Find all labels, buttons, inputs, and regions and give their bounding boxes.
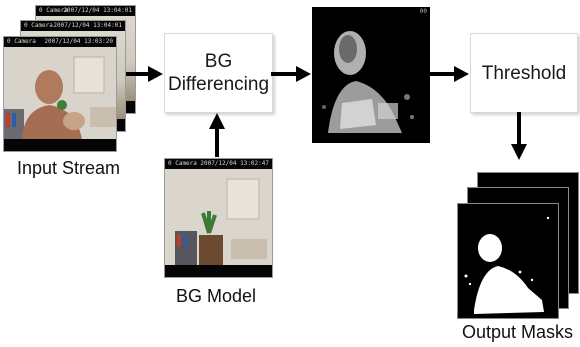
arrow-bg-model-to-differencing	[209, 113, 225, 157]
input-stream-label: Input Stream	[17, 158, 121, 178]
frame-camera-label: 0 Camera	[7, 38, 36, 45]
arrow-differencing-to-difference-image	[271, 66, 311, 82]
arrow-difference-image-to-threshold	[430, 66, 469, 82]
empty-room-illustration	[165, 169, 272, 265]
difference-image-badge: 00	[419, 8, 427, 15]
frame-timestamp: 2007/12/04 13:02:47	[200, 160, 269, 167]
input-frame-front: 0 Camera 2007/12/04 13:03:20	[3, 36, 117, 152]
threshold-label: Threshold	[481, 62, 567, 84]
frame-scene-person	[4, 47, 116, 139]
arrow-threshold-to-output-masks	[511, 112, 527, 160]
bg-model-label: BG Model	[176, 286, 257, 306]
output-masks-label: Output Masks	[462, 322, 574, 342]
arrow-input-to-differencing	[126, 66, 163, 82]
frame-camera-label: 0 Camera	[24, 22, 53, 29]
difference-silhouette	[322, 31, 414, 133]
bg-differencing-box: BG Differencing	[164, 33, 273, 113]
output-mask-front	[457, 203, 559, 319]
binary-mask-silhouette	[464, 216, 550, 314]
frame-timestamp: 2007/12/04 13:04:01	[63, 7, 132, 14]
frame-timestamp: 2007/12/04 13:03:20	[44, 38, 113, 45]
difference-image: 00	[312, 7, 430, 143]
frame-scene-empty-room	[165, 169, 272, 265]
threshold-box: Threshold	[470, 33, 578, 113]
bg-model-frame: 0 Camera 2007/12/04 13:02:47	[164, 158, 273, 278]
frame-camera-label: 0 Camera	[39, 7, 68, 14]
bg-differencing-label-line1: BG	[204, 51, 233, 72]
person-in-room-illustration	[4, 47, 116, 139]
frame-camera-label: 0 Camera	[168, 160, 197, 167]
bg-differencing-label-line2: Differencing	[167, 74, 270, 95]
frame-timestamp: 2007/12/04 13:04:01	[53, 22, 122, 29]
